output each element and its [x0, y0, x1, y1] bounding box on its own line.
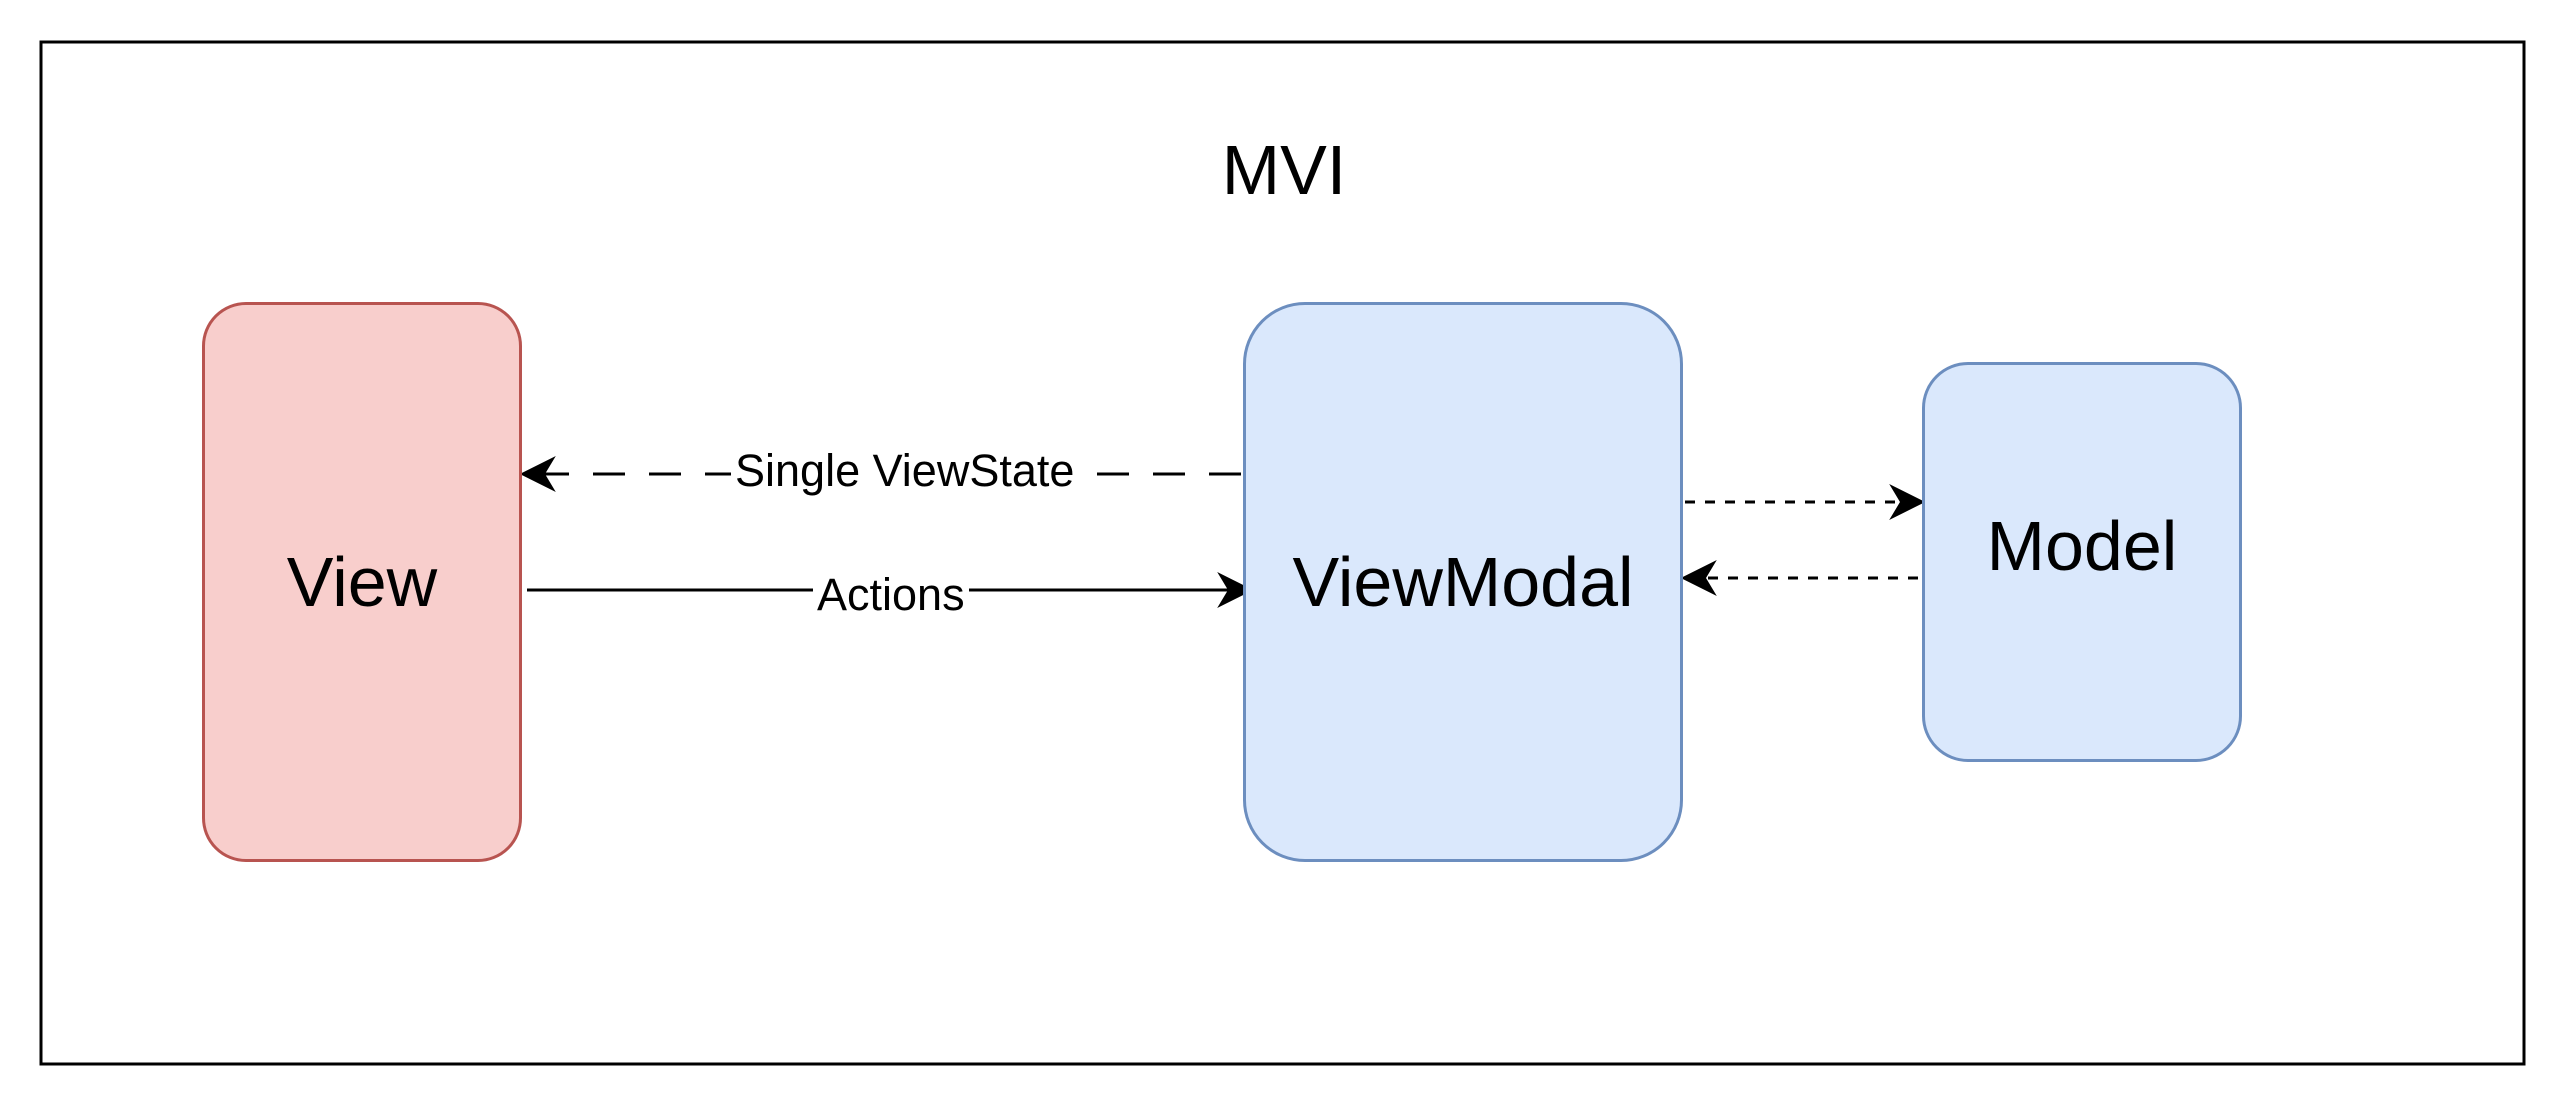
- actions-edge-label: Actions: [813, 570, 969, 620]
- view-node-label: View: [286, 543, 438, 621]
- viewmodal-node: ViewModal: [1243, 302, 1683, 862]
- viewstate-edge-label: Single ViewState: [731, 446, 1079, 496]
- viewmodal-node-label: ViewModal: [1292, 543, 1634, 621]
- diagram-frame: [39, 40, 2526, 1066]
- model-node: Model: [1922, 362, 2242, 762]
- view-node: View: [202, 302, 522, 862]
- diagram-title: MVI: [1221, 131, 1347, 209]
- model-node-label: Model: [1986, 507, 2178, 585]
